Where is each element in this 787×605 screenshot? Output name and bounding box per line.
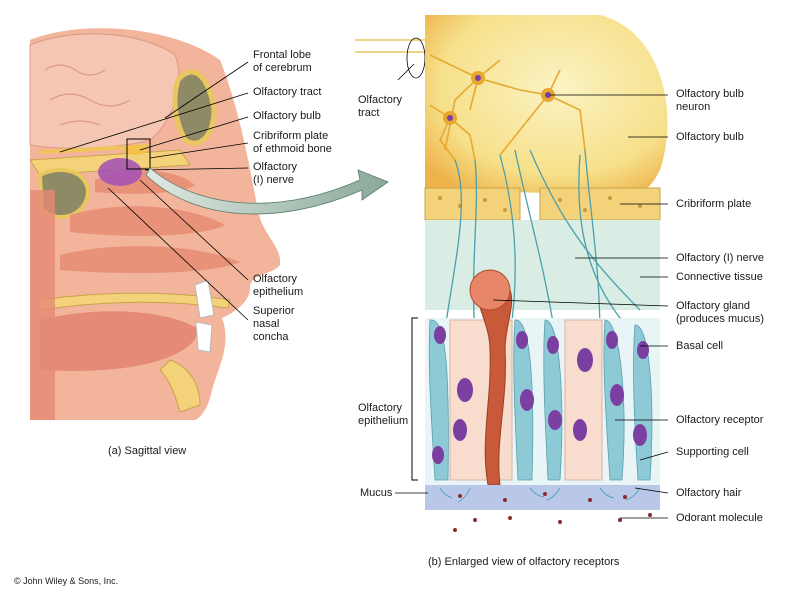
label-olfactory-receptor: Olfactory receptor	[676, 414, 763, 427]
bulb-neurons	[429, 54, 586, 161]
label-line: Frontal lobe	[253, 49, 312, 61]
label-cribriform-plate-right: Cribriform plate	[676, 198, 751, 211]
left-leader-lines	[59, 61, 249, 321]
label-line: Olfactory gland	[676, 300, 750, 312]
label-frontal-lobe: Frontal lobe of cerebrum	[253, 49, 312, 75]
mandible	[159, 359, 201, 413]
label-line: tract	[358, 107, 380, 119]
label-olfactory-nerve-left: Olfactory (I) nerve	[253, 161, 297, 187]
label-line: Supporting cell	[676, 446, 749, 458]
label-line: concha	[253, 331, 289, 343]
connective-tissue-region	[425, 220, 660, 310]
label-line: Olfactory hair	[676, 487, 742, 499]
tract-fibers	[355, 37, 430, 79]
label-olfactory-tract-right: Olfactory tract	[358, 94, 402, 120]
label-olfactory-gland: Olfactory gland (produces mucus)	[676, 300, 764, 326]
brain-frontal-lobe	[29, 33, 180, 149]
label-line: Cribriform plate	[253, 130, 329, 142]
label-line: Basal cell	[676, 340, 724, 352]
olfactory-nerve-fibers	[444, 149, 641, 336]
label-line: Olfactory tract	[253, 86, 322, 98]
right-leader-lines	[395, 63, 669, 519]
label-line: nasal	[253, 318, 280, 330]
label-line: epithelium	[358, 415, 409, 427]
label-line: epithelium	[253, 286, 304, 298]
label-odorant-molecule: Odorant molecule	[676, 512, 763, 525]
label-superior-concha: Superior nasal concha	[253, 305, 295, 344]
epithelium-layer	[425, 269, 660, 488]
olfactory-bulb-shape	[123, 145, 147, 155]
copyright-notice: © John Wiley & Sons, Inc.	[14, 576, 119, 586]
label-line: Olfactory bulb	[676, 131, 744, 143]
label-line: Olfactory bulb	[253, 110, 321, 122]
caption-sagittal: (a) Sagittal view	[108, 445, 187, 457]
caption-enlarged: (b) Enlarged view of olfactory receptors	[428, 556, 620, 568]
label-line: of cerebrum	[253, 62, 312, 74]
label-line: Olfactory receptor	[676, 414, 764, 426]
hard-palate	[39, 292, 231, 311]
label-line: Superior	[253, 305, 295, 317]
epithelium-bracket	[411, 317, 418, 481]
label-line: (I) nerve	[253, 174, 294, 186]
label-supporting-cell: Supporting cell	[676, 446, 749, 459]
label-olfactory-hair: Olfactory hair	[676, 487, 741, 500]
teeth	[194, 279, 215, 353]
label-connective-tissue: Connective tissue	[676, 271, 763, 284]
label-line: Odorant molecule	[676, 512, 763, 524]
label-line: neuron	[676, 101, 711, 113]
mucus-layer	[425, 485, 660, 510]
label-mucus: Mucus	[360, 487, 392, 500]
label-line: Connective tissue	[676, 271, 763, 283]
label-line: Olfactory	[358, 402, 403, 414]
pharynx	[30, 190, 55, 420]
label-olfactory-epithelium-left: Olfactory epithelium	[253, 273, 303, 299]
label-basal-cell: Basal cell	[676, 340, 723, 353]
zoom-box	[126, 138, 151, 170]
label-line: (produces mucus)	[676, 313, 765, 325]
label-line: Olfactory	[358, 94, 403, 106]
label-line: Olfactory	[253, 273, 298, 285]
label-cribriform-plate-left: Cribriform plate of ethmoid bone	[253, 130, 332, 156]
label-olfactory-bulb-left: Olfactory bulb	[253, 110, 321, 123]
label-olfactory-tract-left: Olfactory tract	[253, 86, 321, 99]
olfactory-gland-acinus	[469, 269, 511, 311]
label-line: Mucus	[360, 487, 393, 499]
label-olfactory-epithelium-right: Olfactory epithelium	[358, 402, 408, 428]
label-line: Olfactory bulb	[676, 88, 744, 100]
sagittal-view	[29, 28, 281, 420]
frontal-sinus	[172, 69, 217, 146]
tongue	[40, 311, 200, 371]
label-line: Cribriform plate	[676, 198, 752, 210]
neuron-cell-bodies	[443, 71, 555, 125]
odorant-molecules	[453, 492, 652, 532]
olfactory-bulb-region	[425, 15, 668, 195]
label-line: Olfactory (I) nerve	[676, 252, 765, 264]
label-olfactory-nerve-right: Olfactory (I) nerve	[676, 252, 764, 265]
label-line: of ethmoid bone	[253, 143, 332, 155]
label-bulb-neuron: Olfactory bulb neuron	[676, 88, 744, 114]
olfactory-area	[98, 158, 142, 186]
enlarged-view	[355, 15, 669, 532]
cell-nuclei	[432, 326, 649, 464]
zoom-arrow	[145, 167, 389, 215]
olfactory-hairs	[439, 487, 641, 503]
label-line: Olfactory	[253, 161, 298, 173]
label-olfactory-bulb-right: Olfactory bulb	[676, 131, 744, 144]
